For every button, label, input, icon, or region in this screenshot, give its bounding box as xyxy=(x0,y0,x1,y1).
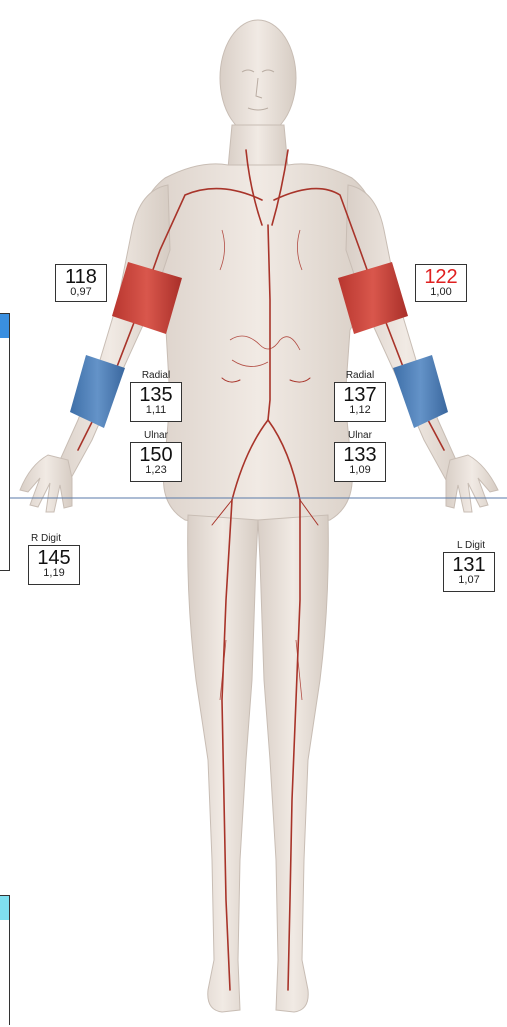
left-arm-ratio: 1,00 xyxy=(416,287,466,298)
right-ulnar-ratio: 1,23 xyxy=(131,465,181,476)
left-ulnar-value: 133 xyxy=(335,445,385,465)
right-ulnar-value: 150 xyxy=(131,445,181,465)
left-digit-label: L Digit xyxy=(445,540,497,551)
right-digit-ratio: 1,19 xyxy=(29,568,79,579)
right-radial-ratio: 1,11 xyxy=(131,405,181,416)
left-digit-box: 131 1,07 xyxy=(443,552,495,592)
right-radial-box: 135 1,11 xyxy=(130,382,182,422)
left-radial-label: Radial xyxy=(334,370,386,381)
left-digit-value: 131 xyxy=(444,555,494,575)
right-digit-box: 145 1,19 xyxy=(28,545,80,585)
left-ulnar-label: Ulnar xyxy=(334,430,386,441)
right-radial-value: 135 xyxy=(131,385,181,405)
right-ulnar-label: Ulnar xyxy=(130,430,182,441)
left-ulnar-box: 133 1,09 xyxy=(334,442,386,482)
left-arm-box: 122 1,00 xyxy=(415,264,467,302)
left-radial-box: 137 1,12 xyxy=(334,382,386,422)
right-forearm-cuff xyxy=(70,355,125,428)
left-ulnar-ratio: 1,09 xyxy=(335,465,385,476)
right-ulnar-box: 150 1,23 xyxy=(130,442,182,482)
left-forearm-cuff xyxy=(393,355,448,428)
body-silhouette xyxy=(20,20,498,1012)
right-arm-ratio: 0,97 xyxy=(56,287,106,298)
left-radial-ratio: 1,12 xyxy=(335,405,385,416)
right-radial-label: Radial xyxy=(130,370,182,381)
right-arm-box: 118 0,97 xyxy=(55,264,107,302)
right-arm-value: 118 xyxy=(56,267,106,287)
left-digit-ratio: 1,07 xyxy=(444,575,494,586)
right-digit-label: R Digit xyxy=(20,533,72,544)
right-digit-value: 145 xyxy=(29,548,79,568)
left-arm-value: 122 xyxy=(416,267,466,287)
left-radial-value: 137 xyxy=(335,385,385,405)
